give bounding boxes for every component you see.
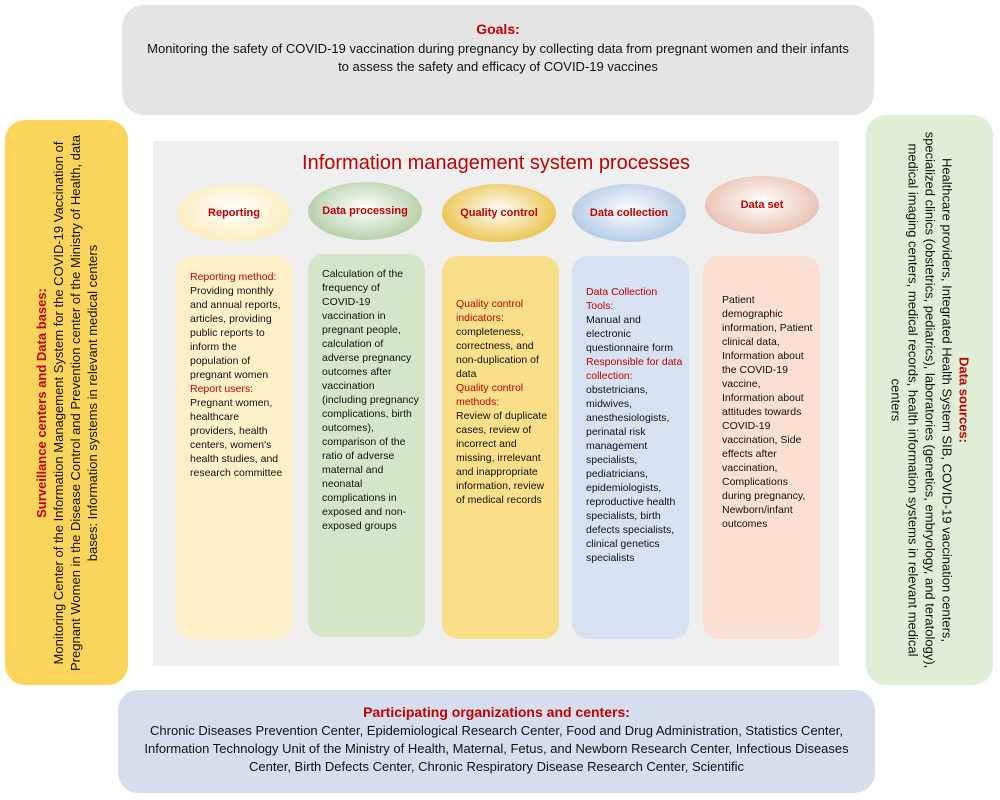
data-sources-title: Data sources: xyxy=(956,357,971,443)
card-line: completeness, correctness, and non-dupli… xyxy=(456,326,539,380)
card-line: Calculation of the frequency of COVID-19… xyxy=(322,268,419,532)
process-data-processing-ellipse: Data processing xyxy=(308,182,422,240)
card-line: obstetricians, midwives, anesthesiologis… xyxy=(586,384,676,564)
process-quality-control-ellipse: Quality control xyxy=(442,184,556,242)
process-data-set-card: Patient demographic information, Patient… xyxy=(703,256,820,639)
card-line: Providing monthly and annual reports, ar… xyxy=(190,285,281,381)
card-line: Quality control indicators: xyxy=(456,298,524,324)
process-data-set-ellipse: Data set xyxy=(705,176,819,234)
card-line: Manual and electronic questionnaire form xyxy=(586,314,673,354)
participating-box: Participating organizations and centers:… xyxy=(118,690,875,793)
process-reporting-ellipse: Reporting xyxy=(177,184,291,242)
card-line: Patient demographic information, Patient… xyxy=(722,294,813,530)
process-data-collection-ellipse: Data collection xyxy=(572,184,686,242)
processes-panel: Information management system processes … xyxy=(153,141,839,666)
surveillance-content: Surveillance centers and Data bases: Mon… xyxy=(33,133,101,673)
process-reporting-card: Reporting method: Providing monthly and a… xyxy=(176,256,293,639)
surveillance-title: Surveillance centers and Data bases: xyxy=(33,287,49,518)
processes-title: Information management system processes xyxy=(302,152,690,174)
participating-title: Participating organizations and centers: xyxy=(363,704,630,720)
surveillance-panel: Surveillance centers and Data bases: Mon… xyxy=(5,120,128,685)
goals-box: Goals: Monitoring the safety of COVID-19… xyxy=(122,5,874,115)
card-line: Quality control methods: xyxy=(456,382,524,408)
process-data-processing-card: Calculation of the frequency of COVID-19… xyxy=(308,254,425,637)
card-line: Responsible for data collection: xyxy=(586,356,683,382)
data-sources-panel: Data sources: Healthcare providers, Inte… xyxy=(866,115,993,685)
card-line: Data Collection Tools: xyxy=(586,286,658,312)
goals-text: Monitoring the safety of COVID-19 vaccin… xyxy=(147,41,849,74)
goals-title: Goals: xyxy=(476,21,520,37)
participating-text: Chronic Diseases Prevention Center, Epid… xyxy=(144,723,849,774)
card-line: Pregnant women, healthcare providers, he… xyxy=(190,397,283,479)
process-quality-control-card: Quality control indicators:completeness,… xyxy=(442,256,559,639)
card-line: Reporting method: xyxy=(190,271,277,283)
card-line: Review of duplicate cases, review of inc… xyxy=(456,410,548,506)
surveillance-text: Monitoring Center of the Information Man… xyxy=(50,134,100,671)
process-data-collection-card: Data Collection Tools:Manual and electro… xyxy=(572,256,689,639)
data-sources-text: Healthcare providers, Integrated Health … xyxy=(888,131,954,669)
data-sources-content: Data sources: Healthcare providers, Inte… xyxy=(887,125,972,675)
card-line: Report users: xyxy=(190,383,254,395)
